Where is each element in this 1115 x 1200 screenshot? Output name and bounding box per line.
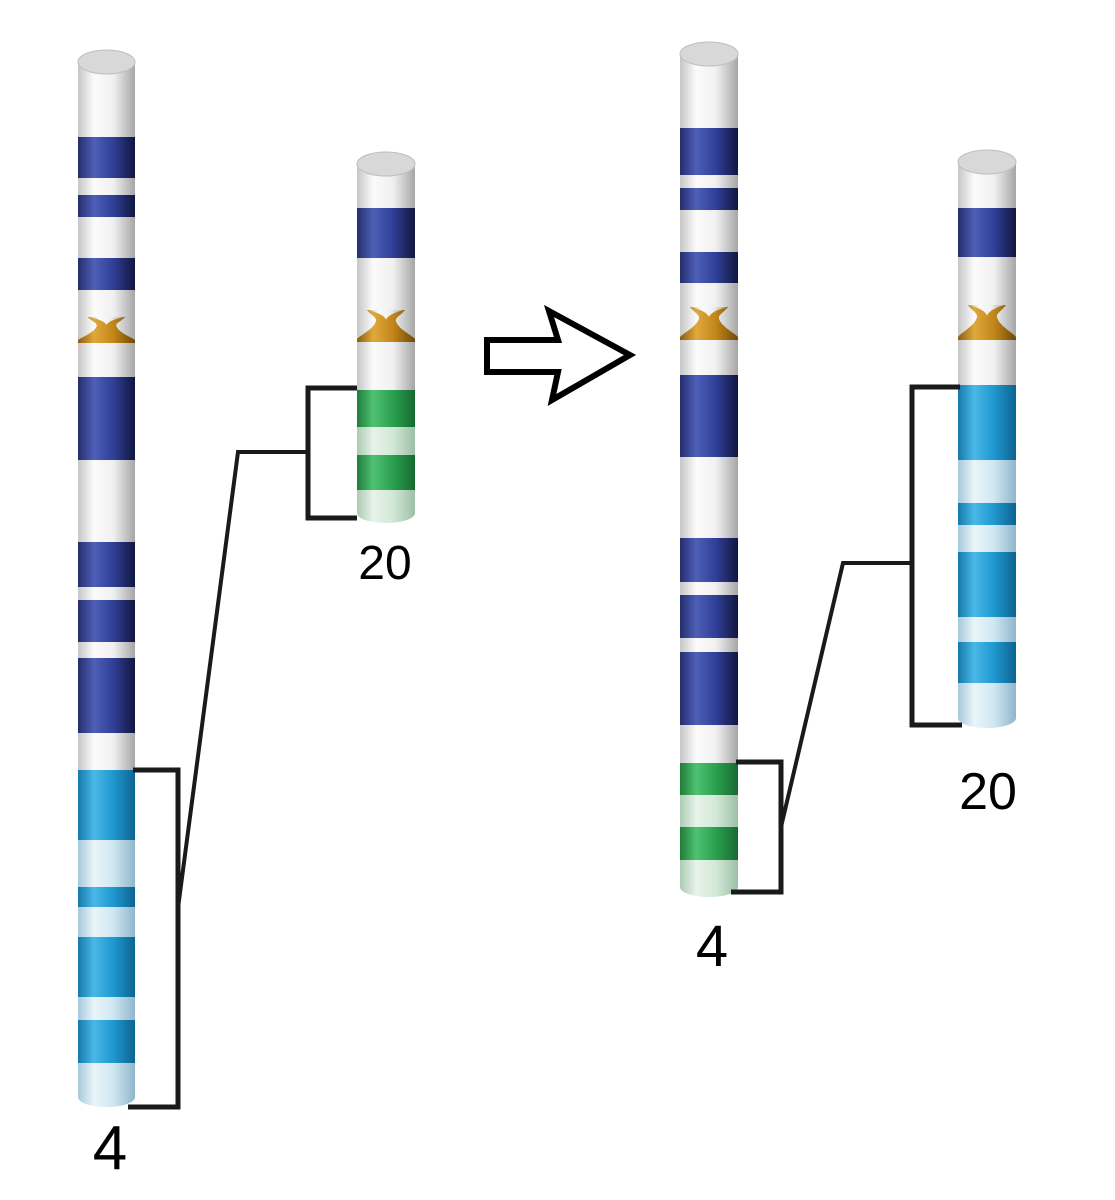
band-cyan xyxy=(78,937,135,997)
bracket-chr4-segment xyxy=(128,767,181,1110)
band-blue xyxy=(78,195,135,217)
band-white xyxy=(78,733,135,770)
band-cyan xyxy=(958,552,1016,617)
band-blue xyxy=(680,652,738,725)
centromere xyxy=(357,310,415,342)
chromosome-20-normal xyxy=(356,151,416,523)
band-white xyxy=(680,457,738,538)
band-white xyxy=(680,582,738,595)
band-blue xyxy=(78,377,135,460)
centromere xyxy=(78,317,135,343)
band-blue xyxy=(680,538,738,582)
band-blue xyxy=(680,595,738,638)
band-blue xyxy=(958,208,1016,257)
band-white xyxy=(78,178,135,195)
translocation-arrow-icon xyxy=(484,304,637,406)
bracket-chr20-segment xyxy=(305,385,357,521)
band-white xyxy=(78,587,135,600)
bracket-der4-segment xyxy=(731,759,784,895)
centromere-pinch xyxy=(89,317,124,325)
band-blue xyxy=(680,128,738,175)
chromosome-20-derivative-label: 20 xyxy=(959,763,1017,821)
band-blue xyxy=(78,258,135,290)
chromosome-top-cap xyxy=(679,41,739,67)
centromere xyxy=(680,307,738,340)
band-lightcyan xyxy=(78,1063,135,1107)
band-white xyxy=(357,258,415,310)
band-cyan xyxy=(958,385,1016,460)
band-white xyxy=(78,460,135,542)
band-lightcyan xyxy=(78,907,135,937)
chromosome-layer xyxy=(77,41,1017,1107)
band-green xyxy=(357,455,415,490)
chromosome-top-cap xyxy=(356,151,416,177)
band-lightcyan xyxy=(958,460,1016,503)
band-white xyxy=(78,290,135,317)
band-lightgreen xyxy=(357,490,415,523)
band-white xyxy=(680,175,738,188)
band-blue xyxy=(78,542,135,587)
bracket-der20-segment xyxy=(909,384,962,728)
band-blue xyxy=(78,658,135,733)
connector-chr4-to-chr20 xyxy=(176,450,308,909)
band-cyan xyxy=(78,770,135,840)
chromosome-top-cap xyxy=(77,49,136,75)
chromosome-top-cap xyxy=(957,149,1017,175)
band-white xyxy=(680,340,738,375)
band-cyan xyxy=(78,1020,135,1063)
band-lightgreen xyxy=(680,860,738,897)
band-lightgreen xyxy=(357,427,415,455)
band-white xyxy=(680,283,738,307)
band-green xyxy=(680,763,738,795)
band-lightcyan xyxy=(78,997,135,1020)
connector-der4-to-der20 xyxy=(779,561,912,828)
centromere-pinch xyxy=(691,307,727,317)
centromere xyxy=(958,305,1016,340)
band-white xyxy=(78,642,135,658)
centromere-pinch xyxy=(368,310,404,320)
band-white xyxy=(357,342,415,390)
band-white xyxy=(958,340,1016,385)
band-white xyxy=(78,217,135,258)
band-blue xyxy=(680,252,738,283)
band-blue xyxy=(680,188,738,210)
chromosome-4-derivative-label: 4 xyxy=(695,914,729,979)
band-blue xyxy=(357,208,415,258)
chromosome-4-normal-label: 4 xyxy=(92,1114,128,1183)
band-lightcyan xyxy=(958,683,1016,728)
band-cyan xyxy=(958,503,1016,525)
band-blue xyxy=(78,600,135,642)
band-lightcyan xyxy=(958,525,1016,552)
chromosome-4-normal xyxy=(77,49,136,1107)
band-lightcyan xyxy=(958,617,1016,642)
band-white xyxy=(680,638,738,652)
band-blue xyxy=(78,137,135,178)
band-blue xyxy=(680,375,738,457)
band-white xyxy=(78,343,135,377)
centromere-pinch xyxy=(969,305,1005,316)
chromosome-20-derivative xyxy=(957,149,1017,728)
band-green xyxy=(680,827,738,860)
band-green xyxy=(357,390,415,427)
chromosome-20-normal-label: 20 xyxy=(358,537,412,590)
band-cyan xyxy=(958,642,1016,683)
band-white xyxy=(958,257,1016,305)
band-lightgreen xyxy=(680,795,738,827)
band-white xyxy=(680,210,738,252)
chromosome-4-derivative xyxy=(679,41,739,897)
band-lightcyan xyxy=(78,840,135,887)
band-cyan xyxy=(78,887,135,907)
band-white xyxy=(680,725,738,763)
annotation-layer xyxy=(128,304,962,1110)
